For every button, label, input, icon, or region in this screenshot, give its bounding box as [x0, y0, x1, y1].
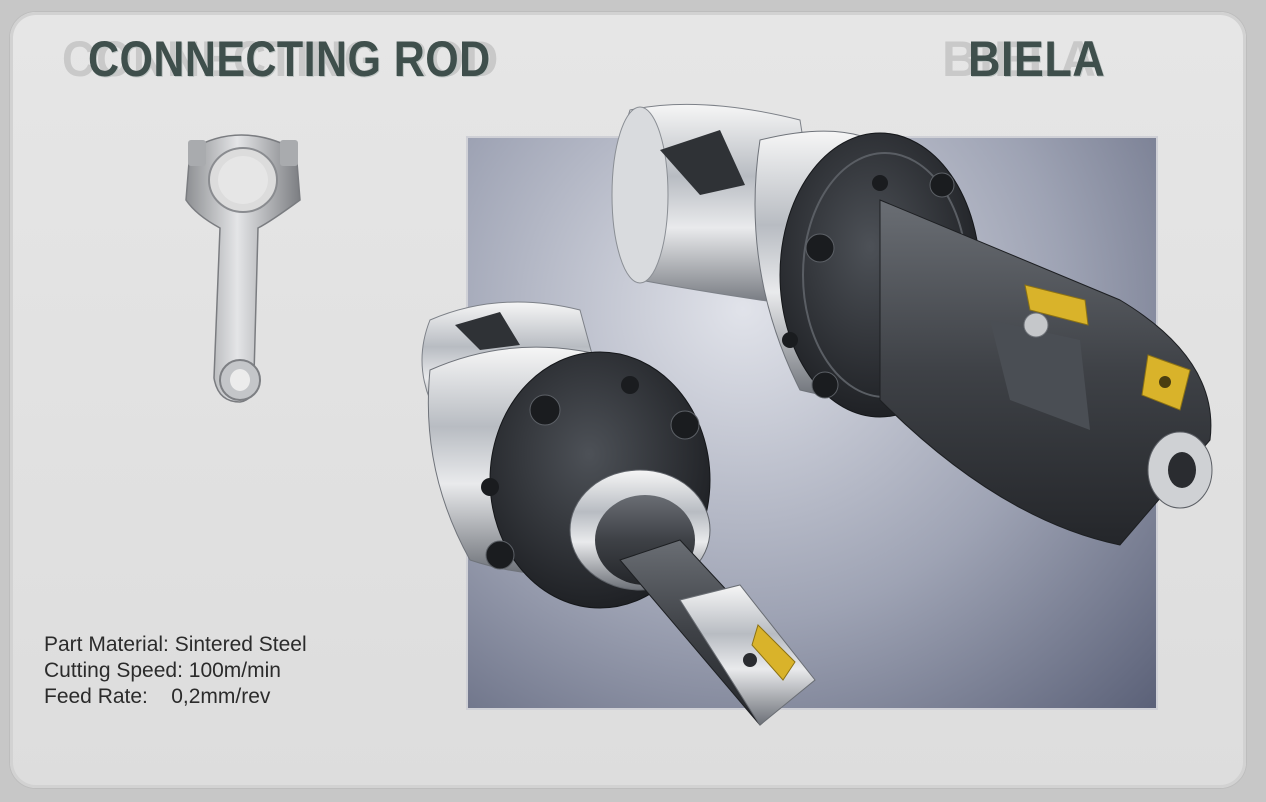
boring-tool-large-image [611, 103, 1213, 546]
spec-feed-rate: Feed Rate: 0,2mm/rev [44, 685, 271, 708]
page-title-right: BIELA [968, 31, 1106, 87]
page-title-left: CONNECTING ROD [88, 31, 491, 87]
title-shadow-right: BIELA [942, 31, 1097, 87]
connecting-rod-image [185, 134, 301, 403]
spec-material: Part Material: Sintered Steel [44, 633, 307, 656]
title-shadow-left: CONNECTING ROD [62, 31, 500, 87]
boring-tool-small-image [421, 301, 816, 726]
machining-specs: Part Material: Sintered Steel Cutting Sp… [44, 632, 307, 710]
spec-cutting-speed: Cutting Speed: 100m/min [44, 659, 281, 682]
